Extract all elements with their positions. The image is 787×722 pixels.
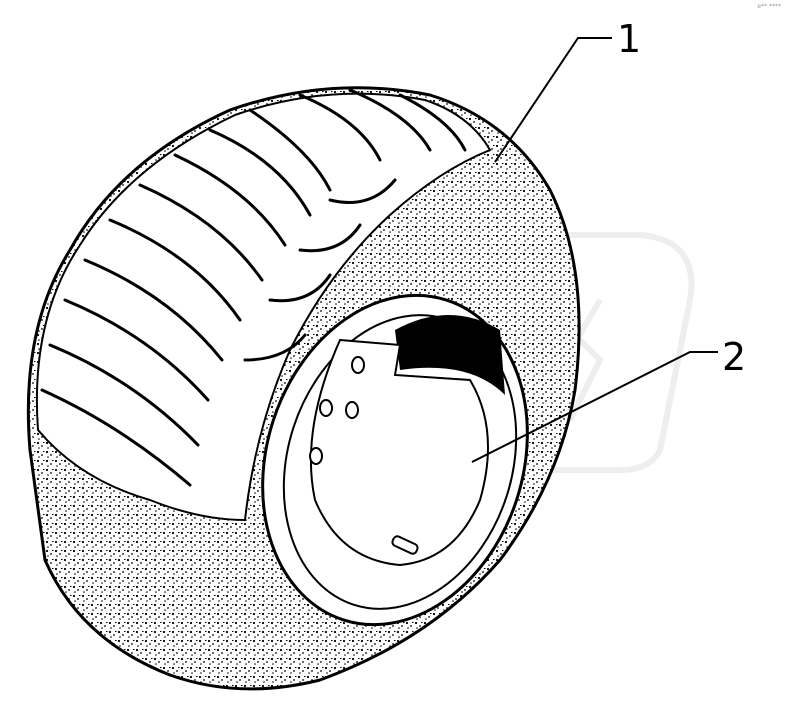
corner-mark: e** **** <box>757 3 781 10</box>
leader-lines <box>471 37 718 463</box>
rim-shadow <box>395 315 505 395</box>
callout-2: 2 <box>722 335 747 379</box>
bolt-holes <box>309 356 365 465</box>
tread-lugs <box>40 88 467 487</box>
valve-stem <box>391 535 419 555</box>
callout-1: 1 <box>617 17 642 61</box>
tyre-tread <box>35 92 492 522</box>
